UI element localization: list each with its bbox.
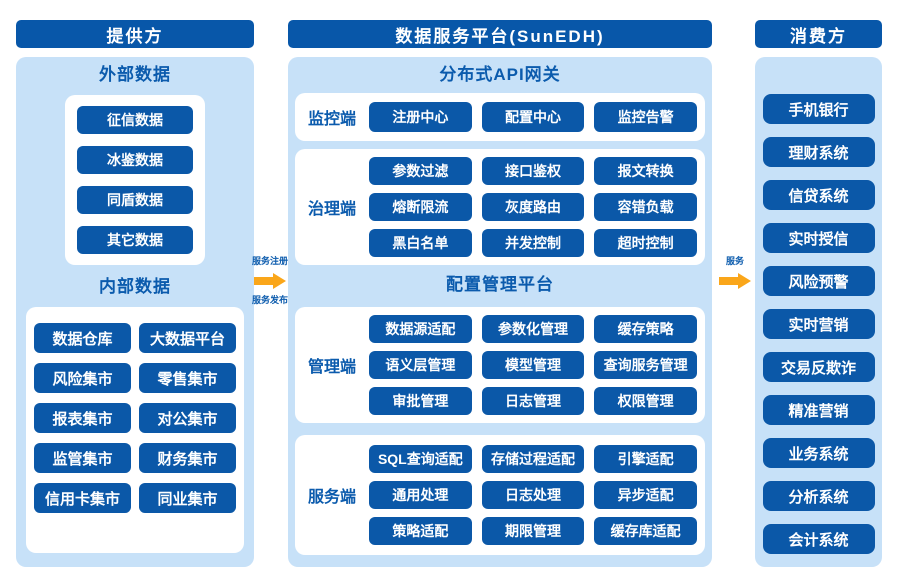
internal-data-item: 监管集市 — [34, 443, 131, 473]
service-feature-item: 日志处理 — [481, 481, 585, 509]
provider-platform-connector: 服务注册 服务发布 — [251, 256, 289, 306]
governance-feature-item: 黑白名单 — [369, 229, 472, 257]
consumer-system-item: 业务系统 — [762, 438, 875, 468]
internal-data-title: 内部数据 — [99, 277, 171, 296]
consumer-system-item: 信贷系统 — [762, 180, 875, 210]
consumer-system-item: 分析系统 — [762, 481, 875, 511]
api-gateway-title: 分布式API网关 — [439, 65, 561, 84]
provider-panel: 外部数据 征信数据 冰鉴数据 同盾数据 其它数据 内部数据 数据仓库 大数据平台 — [16, 57, 254, 567]
governance-feature-item: 熔断限流 — [369, 193, 472, 221]
internal-data-item: 同业集市 — [139, 483, 236, 513]
management-feature-item: 查询服务管理 — [594, 351, 697, 379]
governance-group-grid: 参数过滤 接口鉴权 报文转换 熔断限流 灰度路由 容错负载 黑白名单 并发控制 — [369, 157, 697, 257]
external-data-item: 同盾数据 — [77, 186, 193, 214]
consumer-system-item: 手机银行 — [762, 94, 875, 124]
internal-data-item: 大数据平台 — [139, 323, 236, 353]
consumer-system-item: 实时授信 — [762, 223, 875, 253]
external-data-item: 其它数据 — [77, 226, 193, 254]
service-feature-item: 存储过程适配 — [481, 445, 585, 473]
service-label: 服务 — [725, 256, 744, 266]
provider-column: 提供方 外部数据 征信数据 冰鉴数据 同盾数据 其它数据 内部数据 数据仓库 — [16, 20, 254, 567]
governance-feature-item: 超时控制 — [594, 229, 697, 257]
monitor-group-label: 监控端 — [307, 111, 356, 128]
management-feature-item: 模型管理 — [481, 351, 585, 379]
internal-data-item: 信用卡集市 — [34, 483, 131, 513]
service-feature-item: 异步适配 — [594, 481, 697, 509]
governance-feature-item: 灰度路由 — [481, 193, 585, 221]
internal-data-item: 零售集市 — [139, 363, 236, 393]
monitor-group: 监控端 注册中心 配置中心 监控告警 — [295, 93, 705, 141]
governance-feature-item: 参数过滤 — [369, 157, 472, 185]
monitor-feature-item: 监控告警 — [594, 102, 697, 132]
platform-column: 数据服务平台(SunEDH) 分布式API网关 监控端 注册中心 配置中心 监控… — [288, 20, 712, 567]
monitor-feature-item: 配置中心 — [481, 102, 585, 132]
consumer-system-item: 交易反欺诈 — [762, 352, 875, 382]
governance-group: 治理端 参数过滤 接口鉴权 报文转换 熔断限流 灰度路由 容错负载 — [295, 149, 705, 265]
internal-data-item: 数据仓库 — [34, 323, 131, 353]
governance-feature-item: 接口鉴权 — [481, 157, 585, 185]
management-feature-item: 数据源适配 — [369, 315, 472, 343]
provider-header: 提供方 — [16, 20, 254, 48]
service-feature-item: 引擎适配 — [594, 445, 697, 473]
service-feature-item: 缓存库适配 — [594, 517, 697, 545]
governance-feature-item: 并发控制 — [481, 229, 585, 257]
service-register-label: 服务注册 — [251, 256, 288, 266]
internal-data-item: 财务集市 — [139, 443, 236, 473]
management-feature-item: 语义层管理 — [369, 351, 472, 379]
monitor-feature-item: 注册中心 — [369, 102, 472, 132]
service-feature-item: 期限管理 — [481, 517, 585, 545]
service-group-label: 服务端 — [307, 489, 356, 506]
monitor-group-grid: 注册中心 配置中心 监控告警 — [369, 102, 697, 132]
management-group-label: 管理端 — [307, 359, 356, 376]
external-data-item: 征信数据 — [77, 106, 193, 134]
management-feature-item: 权限管理 — [594, 387, 697, 415]
service-feature-item: SQL查询适配 — [369, 445, 472, 473]
consumer-system-item: 精准营销 — [762, 395, 875, 425]
management-feature-item: 缓存策略 — [594, 315, 697, 343]
platform-consumer-connector: 服务 — [715, 256, 755, 295]
governance-feature-item: 报文转换 — [594, 157, 697, 185]
service-feature-item: 通用处理 — [369, 481, 472, 509]
consumer-system-item: 理财系统 — [762, 137, 875, 167]
management-feature-item: 审批管理 — [369, 387, 472, 415]
service-group: 服务端 SQL查询适配 存储过程适配 引擎适配 通用处理 日志处理 异步适配 — [295, 435, 705, 555]
internal-data-box: 数据仓库 大数据平台 风险集市 零售集市 报表集市 对公集市 监管集市 财务集市… — [26, 307, 244, 553]
management-group-grid: 数据源适配 参数化管理 缓存策略 语义层管理 模型管理 查询服务管理 审批管理 — [369, 315, 697, 415]
platform-panel: 分布式API网关 监控端 注册中心 配置中心 监控告警 治理端 — [288, 57, 712, 567]
management-feature-item: 日志管理 — [481, 387, 585, 415]
internal-data-item: 报表集市 — [34, 403, 131, 433]
consumer-system-item: 风险预警 — [762, 266, 875, 296]
right-arrow-icon — [254, 273, 286, 289]
governance-feature-item: 容错负载 — [594, 193, 697, 221]
service-publish-label: 服务发布 — [251, 295, 288, 305]
management-feature-item: 参数化管理 — [481, 315, 585, 343]
external-data-item: 冰鉴数据 — [77, 146, 193, 174]
consumer-column: 消费方 手机银行 理财系统 信贷系统 实时授信 风险预警 实时营销 交易反欺诈 … — [755, 20, 882, 567]
governance-group-label: 治理端 — [307, 201, 356, 218]
config-platform-title: 配置管理平台 — [446, 275, 554, 294]
consumer-system-item: 实时营销 — [762, 309, 875, 339]
right-arrow-icon — [719, 273, 751, 289]
external-data-title: 外部数据 — [99, 65, 171, 84]
consumer-system-item: 会计系统 — [762, 524, 875, 554]
service-group-grid: SQL查询适配 存储过程适配 引擎适配 通用处理 日志处理 异步适配 策略适配 — [369, 445, 697, 545]
internal-data-item: 对公集市 — [139, 403, 236, 433]
external-data-box: 征信数据 冰鉴数据 同盾数据 其它数据 — [65, 95, 205, 265]
management-group: 管理端 数据源适配 参数化管理 缓存策略 语义层管理 模型管理 查询服务管理 — [295, 307, 705, 423]
internal-data-item: 风险集市 — [34, 363, 131, 393]
consumer-panel: 手机银行 理财系统 信贷系统 实时授信 风险预警 实时营销 交易反欺诈 精准营销… — [755, 57, 882, 567]
service-feature-item: 策略适配 — [369, 517, 472, 545]
platform-header: 数据服务平台(SunEDH) — [288, 20, 712, 48]
consumer-header: 消费方 — [755, 20, 882, 48]
